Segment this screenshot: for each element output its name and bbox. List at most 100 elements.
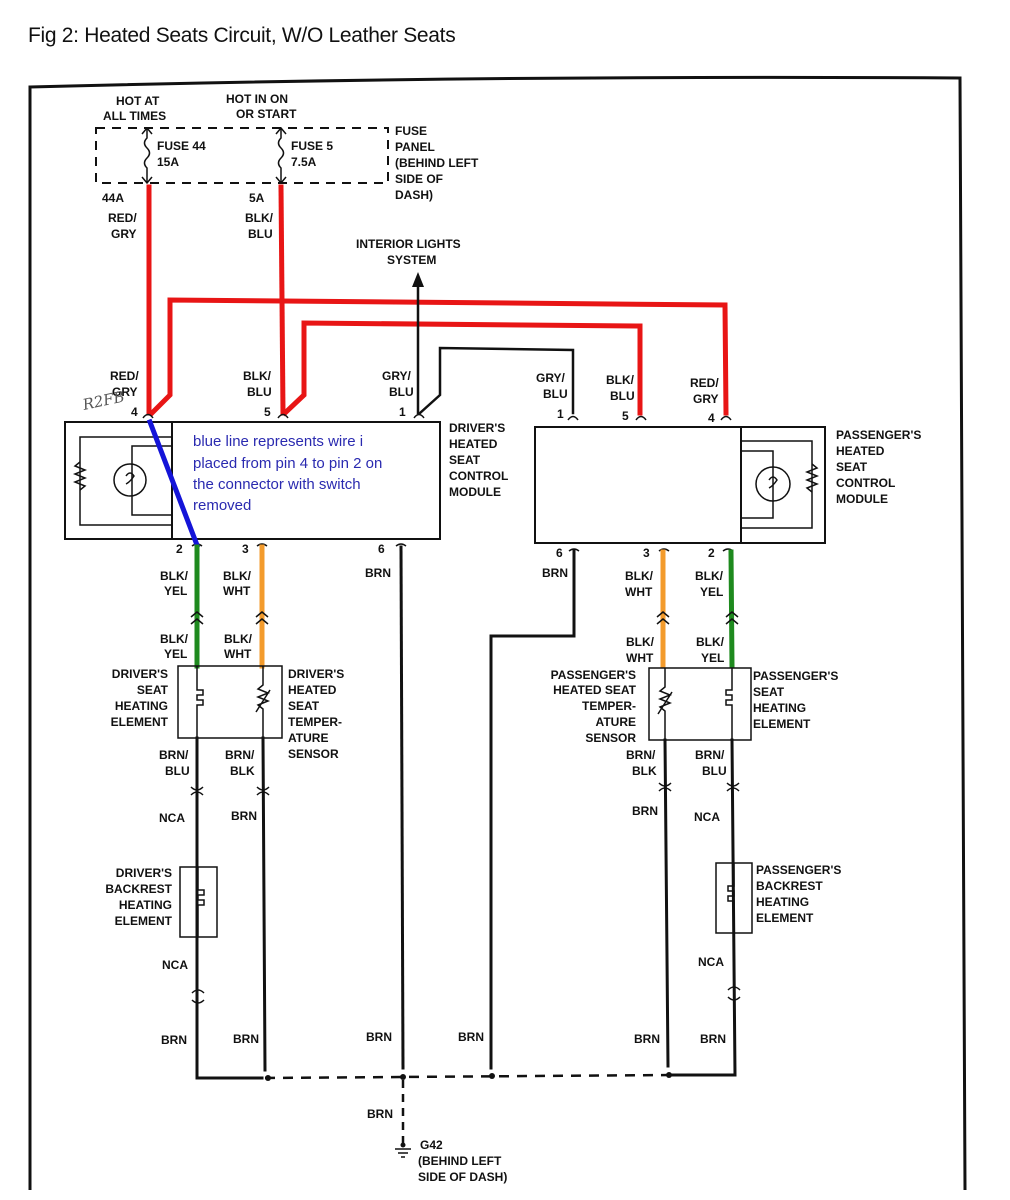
wire-label: NCA (694, 810, 720, 824)
wire-label: NCA (162, 958, 188, 972)
driver-backrest-label: ELEMENT (115, 914, 173, 928)
ground-bus (264, 1073, 671, 1080)
fuse5-terminal: 5A (249, 191, 265, 205)
driver-sensor-label: SENSOR (288, 747, 339, 761)
figure-title: Fig 2: Heated Seats Circuit, W/O Leather… (28, 24, 456, 47)
passenger-module-label: MODULE (836, 492, 888, 506)
fuse-panel-label: PANEL (395, 140, 435, 154)
wire-label: BLU (248, 227, 273, 241)
resistor-icon (804, 463, 820, 493)
passenger-sensor-label: PASSENGER'S (551, 668, 636, 682)
wire-label: GRY (111, 227, 137, 241)
wire-label: NCA (698, 955, 724, 969)
wire-label: BLK/ (245, 211, 274, 225)
fuse44-rating: 15A (157, 155, 179, 169)
fuse-panel-box (95, 127, 389, 184)
wire-label: BRN (233, 1032, 259, 1046)
fuse5-rating: 7.5A (291, 155, 317, 169)
passenger-sensor-label: SENSOR (585, 731, 636, 745)
wire-label: RED/ (108, 211, 137, 225)
annotation-line: placed from pin 4 to pin 2 on (193, 455, 382, 472)
label-hot-on-start-2: OR START (236, 107, 297, 121)
wire-label: BRN (700, 1032, 726, 1046)
heating-element-icon (196, 666, 204, 738)
ground-icon (395, 1142, 411, 1158)
heating-element-icon (197, 867, 205, 937)
driver-module-label: MODULE (449, 485, 501, 499)
wire-label: BRN (161, 1033, 187, 1047)
driver-module-label: SEAT (449, 453, 481, 467)
wire-label: BLK/ (696, 635, 725, 649)
driver-backrest-label: DRIVER'S (116, 866, 172, 880)
annotation-line: the connector with switch (193, 476, 361, 493)
fuse-panel-label: DASH) (395, 188, 433, 202)
passenger-module-label: PASSENGER'S (836, 428, 921, 442)
wire-label: BLK/ (606, 373, 635, 387)
wire-label: BLK/ (695, 569, 724, 583)
passenger-seat-heating-box (648, 667, 752, 741)
driver-module-label: DRIVER'S (449, 421, 505, 435)
driver-sensor-label: ATURE (288, 731, 328, 745)
wire-label: BLK (632, 764, 657, 778)
fuse-panel-label: SIDE OF (395, 172, 443, 186)
wire-label: BRN (366, 1030, 392, 1044)
arrow-up-icon (412, 272, 424, 287)
label-hot-at-all-times-2: ALL TIMES (103, 109, 166, 123)
pin-number: 5 (622, 409, 629, 423)
pin-number: 6 (556, 546, 563, 560)
wire-label: BLK (230, 764, 255, 778)
wire-label: BRN (231, 809, 257, 823)
wire-label: BRN (634, 1032, 660, 1046)
driver-backrest-label: BACKREST (105, 882, 172, 896)
wire-blk-yel-passenger (728, 549, 735, 669)
wire-label: BRN/ (159, 748, 189, 762)
wire-gry-blu-link (418, 346, 575, 415)
wire-label: RED/ (690, 376, 719, 390)
pin-number: 2 (176, 542, 183, 556)
driver-control-module (64, 421, 441, 540)
wire-label: GRY/ (382, 369, 412, 383)
wire-red-gry-to-passenger (148, 297, 729, 417)
wire-label: NCA (159, 811, 185, 825)
frame-border (28, 75, 967, 1191)
wire-label: GRY (112, 385, 138, 399)
wire-brn-passenger-pin6 (489, 549, 576, 1070)
pin-number: 4 (708, 411, 715, 425)
wire-label: BRN (632, 804, 658, 818)
passenger-seat-element-label: HEATING (753, 701, 806, 715)
passenger-module-label: CONTROL (836, 476, 895, 490)
wire-label: BRN (458, 1030, 484, 1044)
heating-element-icon (727, 863, 735, 933)
passenger-sensor-label: TEMPER- (582, 699, 636, 713)
annotation-line: blue line represents wire i (193, 433, 363, 450)
wire-brn-driver-pin6 (399, 545, 405, 1070)
pin-number: 4 (131, 405, 138, 419)
handwritten-scribble: R2FB (80, 388, 126, 415)
heating-element-icon (725, 668, 733, 740)
passenger-seat-element-label: PASSENGER'S (753, 669, 838, 683)
wire-label: WHT (625, 585, 653, 599)
passenger-sensor-label: HEATED SEAT (553, 683, 637, 697)
passenger-backrest-label: BACKREST (756, 879, 823, 893)
wire-blk-blu-to-passenger (281, 320, 643, 417)
fuse-5 (275, 126, 287, 185)
driver-sensor-label: SEAT (288, 699, 320, 713)
pin-number: 6 (378, 542, 385, 556)
label-hot-at-all-times-1: HOT AT (116, 94, 160, 108)
fuse5-name: FUSE 5 (291, 139, 333, 153)
wire-label: BLU (543, 387, 568, 401)
wire-label: BLK/ (160, 569, 189, 583)
wire-label: BLK/ (224, 632, 253, 646)
temp-sensor-icon (657, 668, 673, 740)
annotation-line: removed (193, 497, 251, 514)
fuse44-name: FUSE 44 (157, 139, 206, 153)
ground-location: SIDE OF DASH) (418, 1170, 507, 1184)
wire-label: BLK/ (223, 569, 252, 583)
wire-label: BLK/ (625, 569, 654, 583)
driver-seat-element-label: DRIVER'S (112, 667, 168, 681)
driver-module-label: CONTROL (449, 469, 508, 483)
wire-label: BRN/ (225, 748, 255, 762)
wire-label: BRN (365, 566, 391, 580)
wire-label: BLK/ (243, 369, 272, 383)
